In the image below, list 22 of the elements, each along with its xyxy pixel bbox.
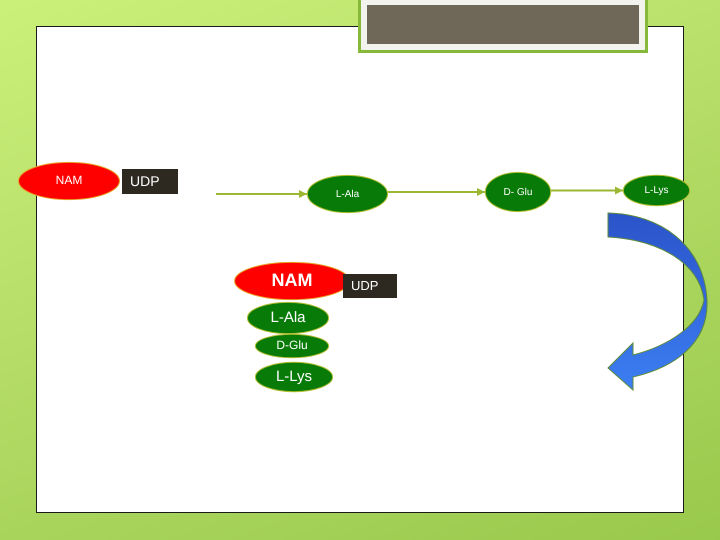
node-label: NAM — [272, 271, 312, 291]
node-label: NAM — [56, 174, 82, 188]
arrow — [388, 188, 485, 196]
arrow — [216, 190, 307, 198]
node-label: D- Glu — [504, 186, 532, 198]
node-label: UDP — [351, 278, 378, 294]
arrow — [550, 186, 623, 194]
ellipse-node — [623, 175, 690, 206]
node-label: L-Ala — [270, 310, 306, 326]
ellipse-node — [255, 362, 333, 392]
node-label: UDP — [130, 174, 160, 190]
label-box — [343, 274, 397, 298]
label-box — [122, 169, 178, 194]
ellipse-node — [307, 175, 388, 213]
node-label: L-Lys — [276, 368, 312, 386]
node-label: D-Glu — [276, 339, 308, 353]
ellipse-node — [18, 162, 120, 200]
ellipse-node — [485, 172, 551, 212]
ellipse-node — [247, 302, 329, 334]
node-label: L-Lys — [644, 185, 669, 196]
node-label: L-Ala — [336, 188, 360, 200]
ellipse-node — [255, 334, 329, 358]
